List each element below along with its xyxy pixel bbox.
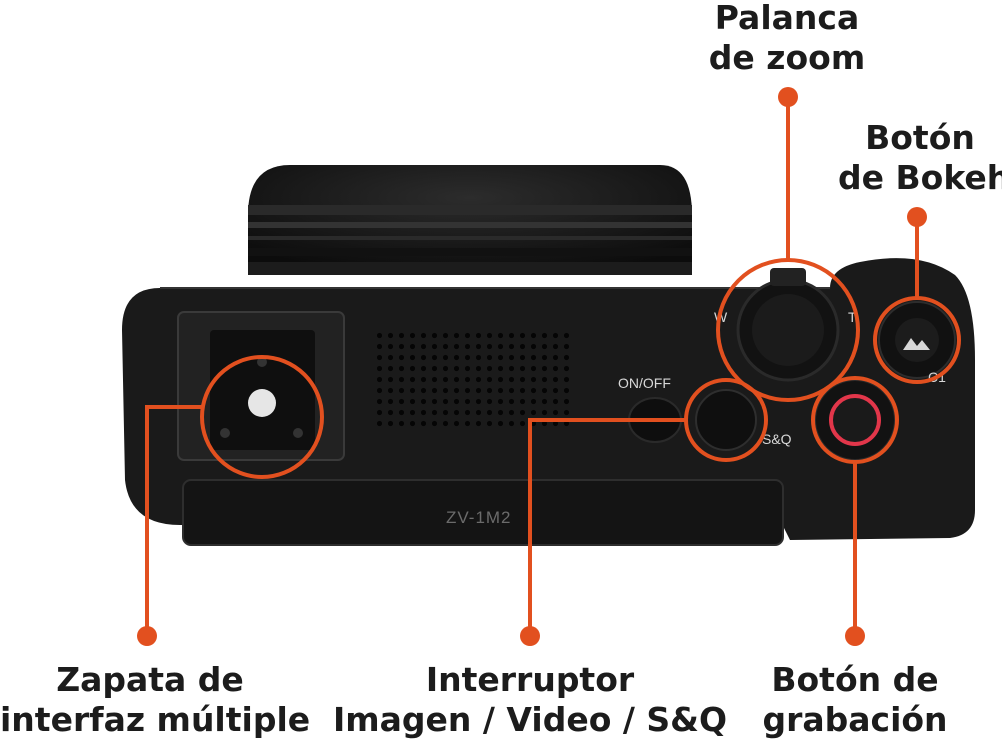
zoom-lever[interactable] (736, 268, 840, 382)
speaker-grill (375, 330, 575, 430)
bokeh-button[interactable] (878, 301, 956, 379)
power-label: ON/OFF (618, 375, 671, 391)
lcd-screen-edge: ZV-1M2 (182, 479, 784, 546)
record-button[interactable] (814, 379, 896, 461)
zoom-t-label: T (848, 309, 857, 325)
hot-shoe (177, 311, 345, 461)
lens-barrel (248, 165, 692, 275)
callout-lines (145, 97, 961, 636)
callout-dots (137, 87, 927, 646)
mode-switch[interactable] (695, 389, 757, 451)
mode-label: S&Q (762, 431, 792, 447)
model-name: ZV-1M2 (446, 508, 512, 527)
